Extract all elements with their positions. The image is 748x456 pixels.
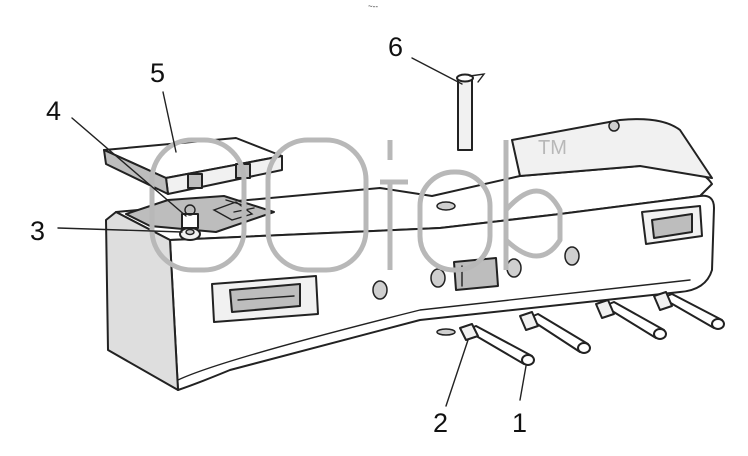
- key: [181, 204, 199, 229]
- callout-label-2: 2: [433, 408, 448, 438]
- bolt-set: [459, 291, 725, 366]
- callout-label-4: 4: [46, 96, 61, 126]
- leader-lines: [57, 57, 527, 407]
- lock: [179, 227, 201, 241]
- watermark-logo: TM: [149, 137, 567, 273]
- callout-labels: 1 2 3 4 5 6: [30, 32, 527, 438]
- header-mark: ~--: [368, 2, 378, 11]
- callout-label-3: 3: [30, 216, 45, 246]
- watermark-trademark: TM: [538, 137, 567, 159]
- long-bolt: [519, 311, 591, 354]
- short-bolt: [459, 323, 535, 366]
- callout-label-5: 5: [150, 58, 165, 88]
- callout-label-6: 6: [388, 32, 403, 62]
- lid: [103, 137, 283, 195]
- extra-bolt: [653, 291, 725, 330]
- extra-bolt: [595, 299, 667, 340]
- main-body: [105, 118, 715, 391]
- callout-label-1: 1: [512, 408, 527, 438]
- pin: [456, 73, 486, 151]
